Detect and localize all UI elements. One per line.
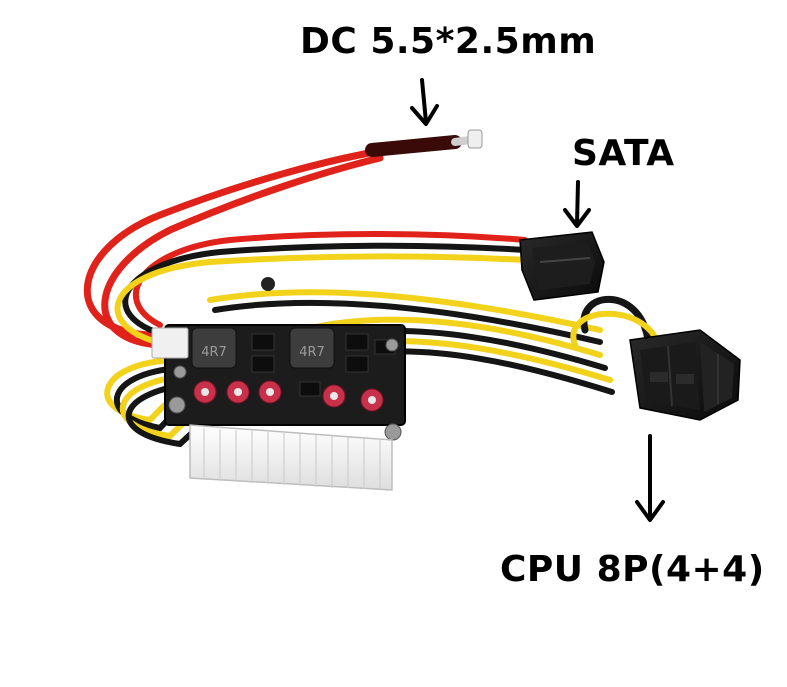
sata-red-wire (132, 231, 528, 328)
cpu-yellow-3 (207, 289, 603, 333)
arrows (410, 78, 665, 522)
sata-label: SATA (572, 133, 675, 174)
dc-red-wire-2 (101, 154, 384, 349)
dc-heatshrink (365, 135, 462, 157)
cpu-8pin-connector (629, 329, 741, 421)
sata-black-wire (122, 242, 528, 338)
atx-24pin-header (189, 424, 393, 491)
inductor-marking-left: 4R7 (201, 345, 227, 360)
cpu-arrow (635, 434, 665, 522)
inductor-marking-right: 4R7 (299, 345, 325, 360)
sata-yellow-wire (114, 253, 528, 348)
dc-plug-tip (467, 129, 483, 149)
dc-red-wire (83, 148, 379, 339)
cpu-black-3 (212, 299, 603, 345)
sata-connector (519, 231, 605, 301)
sata-arrow (563, 180, 591, 228)
cpu-loop-yellow (570, 310, 663, 353)
pcb-board: 4R7 4R7 (151, 324, 406, 441)
capacitors (193, 380, 384, 412)
inductor-right: 4R7 (289, 327, 335, 369)
dc-jack-label: DC 5.5*2.5mm (300, 21, 597, 62)
dc-arrow (410, 78, 439, 126)
inductor-left: 4R7 (191, 327, 237, 369)
cpu-8pin-label: CPU 8P(4+4) (500, 549, 765, 590)
